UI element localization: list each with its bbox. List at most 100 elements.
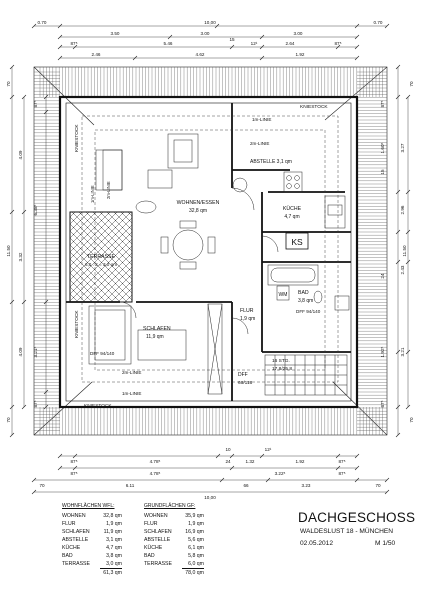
door-swing-icon — [119, 301, 137, 319]
washbasin-icon — [334, 295, 350, 311]
dff-label: DFF 94/140 — [90, 351, 115, 356]
dim-text: 3.21 — [400, 347, 405, 356]
furniture — [88, 133, 350, 365]
dim-text: 10 — [225, 447, 231, 452]
dim-text: 2.46 — [92, 52, 101, 57]
row-name: BAD — [62, 553, 73, 560]
dim-text: 10,00 — [204, 20, 216, 25]
row-name: FLUR — [144, 520, 158, 527]
drawing-title: DACHGESCHOSS — [298, 510, 416, 525]
total-value: 78,0 qm — [182, 568, 204, 577]
kniestock-label: KNIESTOCK — [74, 310, 80, 338]
row-value: 1,9 qm — [188, 520, 204, 527]
dim-text: 0.70 — [374, 20, 383, 25]
dff-size: 66/118 — [238, 380, 253, 386]
row-name: WOHNEN — [62, 512, 86, 519]
dimension-lines — [11, 25, 409, 493]
row-name: SCHLAFEN — [62, 528, 90, 535]
door-swing-icon — [231, 187, 255, 211]
dim-text: 1.92 — [296, 52, 305, 57]
dim-text: 15 — [229, 37, 235, 42]
row-value: 32,8 qm — [103, 512, 122, 519]
terrasse-area: 6,0 : 2 = 3,0 qm — [85, 262, 117, 267]
dim-text: 70 — [375, 483, 381, 488]
row-value: 4,7 qm — [106, 545, 122, 551]
address: WALDESLUST 18 - MÜNCHEN — [300, 528, 394, 535]
kniestock-label: KNIESTOCK — [84, 403, 112, 409]
row-name: ABSTELLE — [62, 536, 89, 543]
dim-text: 87⁵ — [33, 400, 38, 407]
row-value: 3,8 qm — [106, 553, 122, 560]
flur-label: FLUR — [240, 308, 254, 314]
kniestock-label: KNIESTOCK — [74, 124, 80, 152]
stove-icon — [232, 177, 248, 193]
row-name: WOHNEN — [144, 512, 168, 519]
dim-text: 1.92 — [296, 459, 305, 464]
dim-text: 6.11 — [126, 483, 135, 488]
dim-text: 4.62 — [196, 52, 205, 57]
row-name: SCHLAFEN — [144, 528, 172, 535]
dim-text: 3.32 — [18, 252, 23, 261]
table-row: BAD 3,8 qm — [62, 552, 122, 560]
dff-label: DFF — [238, 372, 248, 378]
dim-text: 87⁵ — [70, 459, 77, 464]
room-labels: KNIESTOCK KNIESTOCK KNIESTOCK KNIESTOCK … — [74, 104, 328, 409]
row-name: KÜCHE — [144, 545, 163, 551]
toilet-icon — [313, 290, 323, 304]
kueche-label: KÜCHE — [283, 205, 302, 212]
door-swing-icon — [231, 317, 249, 335]
row-value: 16,9 qm — [185, 528, 204, 535]
dim-text: 70 — [6, 81, 11, 87]
dim-text: 10,00 — [204, 495, 216, 500]
wohnen-label: WOHNEN/ESSEN — [177, 200, 220, 206]
dim-text: 3.00 — [294, 31, 303, 36]
dim-text: 3.21⁵ — [33, 346, 38, 357]
table-row: SCHLAFEN 11,9 qm — [62, 528, 122, 536]
row-value: 3,1 qm — [106, 536, 122, 543]
dim-text: 2.64 — [286, 41, 295, 46]
dim-text: 3.23 — [302, 483, 311, 488]
row-value: 1,9 qm — [106, 520, 122, 527]
row-value: 6,0 qm — [188, 561, 204, 568]
row-name: FLUR — [62, 520, 76, 527]
dim-text: 11.50 — [6, 245, 11, 257]
ceiling-line-label: 1m-LINIE — [90, 185, 95, 203]
dim-text: 3.22⁵ — [275, 471, 286, 476]
row-value: 11,9 qm — [103, 528, 122, 535]
dim-text: 3.50 — [111, 31, 120, 36]
ks-label: KS — [291, 237, 303, 247]
ceiling-line-label: 2m-LINIE — [122, 370, 141, 375]
kitchen-counter-icon — [324, 195, 346, 229]
coffee-table-icon — [147, 169, 173, 189]
cooktop-icon — [283, 171, 303, 193]
stairs-label: 16 STG. — [272, 358, 290, 364]
dim-text: 70 — [409, 81, 414, 87]
flur-area: 1,9 qm — [240, 316, 255, 322]
row-name: KÜCHE — [62, 545, 81, 551]
abstelle-label: ABSTELLE 3,1 qm — [250, 159, 292, 165]
armchair-icon — [167, 133, 199, 169]
dim-text: 70 — [6, 417, 11, 423]
ceiling-line-label: 2m-LINIE — [250, 141, 269, 146]
dff-label: DFF 94/140 — [296, 309, 321, 314]
dim-text: 87⁵ — [33, 100, 38, 107]
dim-text: 4.09 — [18, 347, 23, 356]
table-row: ABSTELLE 3,1 qm — [62, 536, 122, 544]
dim-text: 4.09 — [18, 150, 23, 159]
roof-outline — [33, 66, 388, 436]
drawing-date: 02.05.2012 — [300, 540, 334, 547]
dimension-texts: 10,00 0.70 0.70 3.50 3.00 3.00 5.46 15 1… — [6, 20, 414, 500]
kniestock-label: KNIESTOCK — [300, 104, 328, 110]
table-title: GRUNDFLÄCHEN GF: — [144, 503, 196, 509]
dim-text: 1.92⁵ — [380, 346, 385, 357]
total-value: 61,3 qm — [100, 568, 122, 577]
terrasse-label: TERRASSE — [87, 254, 116, 260]
table-row: FLUR 1,9 qm — [62, 520, 122, 528]
dim-text: 4.78⁵ — [150, 459, 161, 464]
dim-text: 70 — [39, 483, 45, 488]
